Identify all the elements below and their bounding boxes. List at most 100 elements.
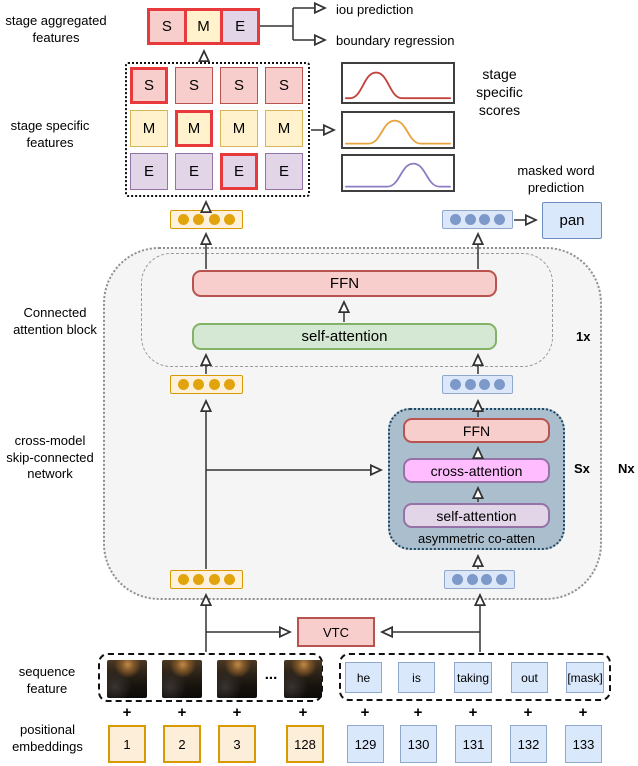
positional-embedding-box: 2 — [163, 725, 201, 763]
positional-embedding-box: 130 — [400, 725, 437, 763]
token-dot — [479, 214, 491, 225]
plus-sign: + — [232, 704, 242, 721]
plus-sign: + — [177, 704, 187, 721]
video-frame-thumbnail — [162, 660, 202, 698]
token-dot — [178, 574, 189, 585]
token-dot — [452, 574, 463, 585]
video-frame-thumbnail — [217, 660, 257, 698]
word-box: taking — [454, 662, 492, 693]
cab-self-attention-box: self-attention — [192, 323, 497, 350]
word-box: [mask] — [566, 662, 604, 693]
label-stage-specific-features: stage specific features — [10, 118, 90, 150]
token-dot — [178, 379, 189, 390]
token-dot — [479, 379, 491, 390]
grid-cell-s: S — [265, 67, 303, 104]
repeat-sx-label: Sx — [574, 461, 590, 476]
grid-cell-s: S — [175, 67, 213, 104]
cab-ffn-box: FFN — [192, 270, 497, 297]
token-dot — [493, 214, 505, 225]
token-dot — [450, 214, 461, 225]
word-box: out — [511, 662, 548, 693]
grid-cell-s: S — [220, 67, 258, 104]
plus-sign: + — [413, 704, 423, 721]
token-dot — [223, 574, 235, 585]
grid-cell-e: E — [175, 153, 213, 190]
token-dot — [464, 379, 476, 390]
plus-sign: + — [298, 704, 308, 721]
grid-cell-e: E — [220, 153, 258, 190]
vtc-box: VTC — [297, 617, 375, 647]
score-plot-start — [341, 62, 455, 104]
token-dot — [193, 574, 205, 585]
connected-attention-block-container — [141, 253, 553, 367]
label-sequence-feature: sequence feature — [18, 664, 76, 696]
grid-cell-s: S — [130, 67, 168, 104]
token-dot — [208, 574, 220, 585]
label-masked-word-prediction: masked word prediction — [517, 163, 595, 195]
text-feature-token-mid — [442, 375, 513, 394]
label-positional-embeddings: positional embeddings — [12, 722, 83, 754]
plus-sign: + — [360, 704, 370, 721]
label-boundary-regression: boundary regression — [336, 33, 455, 48]
repeat-nx-label: Nx — [618, 461, 635, 476]
score-plot-middle — [341, 111, 455, 149]
text-feature-token-top — [442, 210, 513, 229]
grid-cell-m: M — [130, 110, 168, 147]
video-feature-token-bottom — [170, 570, 243, 589]
positional-embedding-box: 128 — [286, 725, 324, 763]
label-cross-model-network: cross-model skip-connected network — [6, 433, 94, 482]
video-frame-thumbnail — [284, 660, 322, 698]
token-dot — [464, 214, 476, 225]
token-dot — [495, 574, 507, 585]
grid-cell-m: M — [220, 110, 258, 147]
label-stage-aggregated-features: stage aggregated features — [5, 13, 107, 45]
plus-sign: + — [122, 704, 132, 721]
bracket-line — [260, 8, 294, 40]
positional-embedding-box: 131 — [455, 725, 492, 763]
text-feature-token-bottom — [444, 570, 515, 589]
token-dot — [481, 574, 493, 585]
video-feature-token-mid — [170, 375, 243, 394]
label-asymmetric-co-atten: asymmetric co-atten — [417, 531, 536, 546]
grid-cell-m: M — [175, 110, 213, 147]
positional-embedding-box: 129 — [347, 725, 384, 763]
word-sequence-container — [339, 653, 611, 701]
asym-self-attention-box: self-attention — [403, 503, 550, 528]
token-dot — [223, 214, 235, 225]
token-dot — [208, 379, 220, 390]
positional-embedding-box: 1 — [108, 725, 146, 763]
positional-embedding-box: 3 — [218, 725, 256, 763]
token-dot — [208, 214, 220, 225]
positional-embedding-box: 132 — [510, 725, 547, 763]
asym-cross-attention-box: cross-attention — [403, 458, 550, 483]
positional-embedding-box: 133 — [565, 725, 602, 763]
stage-specific-grid-container — [125, 62, 310, 197]
video-frame-thumbnail — [107, 660, 147, 698]
aggregated-cell-e: E — [220, 11, 258, 42]
video-sequence-container — [98, 653, 323, 702]
repeat-1x-label: 1x — [576, 329, 591, 344]
video-feature-token-top — [170, 210, 243, 229]
token-dot — [493, 379, 505, 390]
plus-sign: + — [578, 704, 588, 721]
grid-cell-m: M — [265, 110, 303, 147]
word-box: he — [345, 662, 382, 693]
asym-ffn-box: FFN — [403, 418, 550, 443]
label-stage-specific-scores: stage specific scores — [476, 66, 523, 118]
word-box: is — [398, 662, 435, 693]
grid-cell-e: E — [130, 153, 168, 190]
token-dot — [193, 379, 205, 390]
label-iou-prediction: iou prediction — [336, 2, 414, 17]
plus-sign: + — [523, 704, 533, 721]
score-plot-end — [341, 154, 455, 192]
aggregated-cell-s: S — [150, 11, 184, 42]
grid-cell-e: E — [265, 153, 303, 190]
ellipsis: ... — [264, 666, 278, 683]
plus-sign: + — [468, 704, 478, 721]
aggregated-cell-m: M — [183, 11, 221, 42]
token-dot — [178, 214, 189, 225]
token-dot — [193, 214, 205, 225]
label-connected-attention-block: Connected attention block — [13, 305, 97, 337]
stage-aggregated-box: S M E — [147, 8, 260, 45]
